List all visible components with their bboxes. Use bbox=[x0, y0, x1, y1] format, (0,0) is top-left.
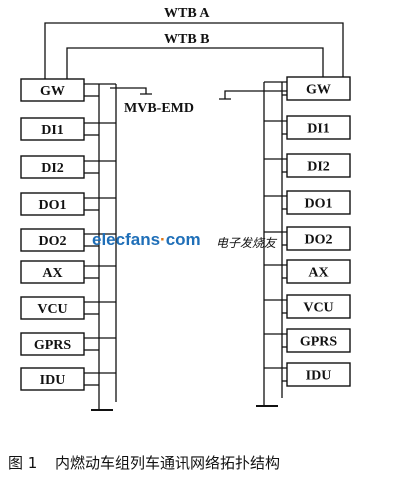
left-node-do1: DO1 bbox=[20, 192, 85, 216]
left-node-box bbox=[20, 332, 85, 356]
left-node-label: GPRS bbox=[34, 338, 72, 353]
left-node-gw: GW bbox=[20, 78, 85, 102]
left-node-label: DO1 bbox=[39, 198, 67, 213]
left-node-idu: IDU bbox=[20, 367, 85, 391]
right-node-di1: DI1 bbox=[286, 115, 351, 140]
mvb-emd-label: MVB-EMD bbox=[124, 101, 194, 116]
right-node-box bbox=[286, 76, 351, 101]
right-node-box bbox=[286, 226, 351, 251]
mvb-ground-right bbox=[219, 90, 287, 100]
left-node-label: IDU bbox=[40, 373, 66, 388]
left-node-gprs: GPRS bbox=[20, 332, 85, 356]
left-node-box bbox=[20, 117, 85, 141]
watermark-dot: · bbox=[160, 230, 166, 249]
right-node-box bbox=[286, 328, 351, 353]
left-node-label: DO2 bbox=[39, 234, 67, 249]
left-node-box bbox=[20, 228, 85, 252]
right-node-box bbox=[286, 294, 351, 319]
caption-number: 图 1 bbox=[8, 454, 37, 472]
right-node-box bbox=[286, 153, 351, 178]
left-node-label: VCU bbox=[37, 302, 67, 317]
left-node-label: DI2 bbox=[41, 161, 64, 176]
right-node-do2: DO2 bbox=[286, 226, 351, 251]
left-node-di1: DI1 bbox=[20, 117, 85, 141]
right-node-do1: DO1 bbox=[286, 190, 351, 215]
watermark-cn: 电子发烧友 bbox=[216, 236, 278, 250]
mvb-rails bbox=[84, 81, 287, 411]
left-node-box bbox=[20, 155, 85, 179]
wtb-b-line bbox=[66, 47, 324, 79]
left-node-vcu: VCU bbox=[20, 296, 85, 320]
right-node-label: IDU bbox=[306, 369, 332, 384]
right-node-box bbox=[286, 115, 351, 140]
left-node-box bbox=[20, 367, 85, 391]
bus-wiring bbox=[44, 22, 344, 100]
left-node-label: DI1 bbox=[41, 123, 64, 138]
right-node-di2: DI2 bbox=[286, 153, 351, 178]
left-node-di2: DI2 bbox=[20, 155, 85, 179]
right-node-box bbox=[286, 190, 351, 215]
watermark-brand: elecfans bbox=[92, 230, 160, 249]
right-node-label: DO1 bbox=[305, 197, 333, 212]
left-node-label: AX bbox=[42, 266, 62, 281]
right-node-gprs: GPRS bbox=[286, 328, 351, 353]
left-node-ax: AX bbox=[20, 260, 85, 284]
right-node-vcu: VCU bbox=[286, 294, 351, 319]
right-node-idu: IDU bbox=[286, 362, 351, 387]
right-node-label: VCU bbox=[303, 301, 333, 316]
left-node-box bbox=[20, 296, 85, 320]
right-node-box bbox=[286, 259, 351, 284]
wtb-b-label: WTB B bbox=[164, 32, 210, 47]
svg-text:elecfans·com: elecfans·com bbox=[92, 230, 201, 249]
left-node-do2: DO2 bbox=[20, 228, 85, 252]
watermark-com: com bbox=[166, 230, 201, 249]
right-node-label: DI2 bbox=[307, 160, 330, 175]
left-node-box bbox=[20, 78, 85, 102]
watermark: elecfans·com 电子发烧友 bbox=[92, 230, 278, 250]
right-node-gw: GW bbox=[286, 76, 351, 101]
left-node-label: GW bbox=[40, 84, 65, 99]
left-node-box bbox=[20, 192, 85, 216]
caption-title: 内燃动车组列车通讯网络拓扑结构 bbox=[55, 454, 280, 472]
wtb-a-line bbox=[44, 22, 344, 79]
right-node-label: AX bbox=[308, 266, 328, 281]
wtb-a-label: WTB A bbox=[164, 6, 210, 21]
right-node-ax: AX bbox=[286, 259, 351, 284]
right-node-label: GW bbox=[306, 83, 331, 98]
left-node-box bbox=[20, 260, 85, 284]
right-node-box bbox=[286, 362, 351, 387]
mvb-ground-left bbox=[110, 87, 152, 95]
right-node-label: GPRS bbox=[300, 335, 338, 350]
right-node-label: DO2 bbox=[305, 233, 333, 248]
right-node-label: DI1 bbox=[307, 122, 330, 137]
